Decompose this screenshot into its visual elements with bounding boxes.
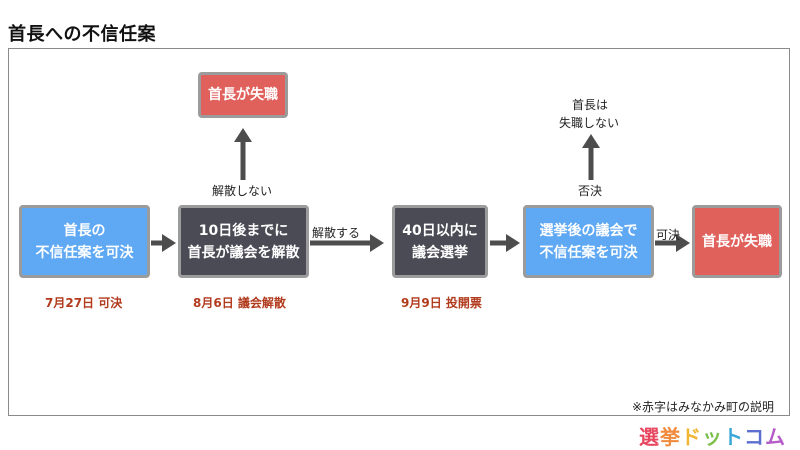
box-line: 議会選挙 [412,244,468,261]
box-line: 首長の [63,222,106,239]
box-line: 10日後までに [198,222,289,239]
date-passed: 7月27日 可決 [45,296,123,310]
box-assembly-election: 40日以内に 議会選挙 [392,205,488,278]
logo-letter: ド [681,425,702,449]
label-dissolve: 解散する [312,226,361,240]
box-dissolve-assembly: 10日後までに 首長が議会を解散 [178,205,309,278]
label-keep-office-line2: 失職しない [559,116,620,130]
box-second-no-confidence-passed: 選挙後の議会で 不信任案を可決 [523,205,654,278]
label-no-dissolve: 解散しない [212,184,273,198]
box-line: 首長が議会を解散 [187,244,300,261]
box-line: 選挙後の議会で [539,222,638,239]
logo-letter: ト [723,425,744,449]
footnote: ※赤字はみなかみ町の説明 [632,400,775,414]
box-first-no-confidence-passed: 首長の 不信任案を可決 [19,205,150,278]
logo-letter: コ [744,425,765,449]
date-dissolved: 8月6日 議会解散 [193,296,286,310]
label-passed: 可決 [656,228,681,242]
box-head-loses-office-top: 首長が失職 [198,72,288,118]
box-line: 不信任案を可決 [539,244,638,261]
site-logo: 選挙ドットコム [639,421,786,450]
date-vote: 9月9日 投開票 [401,296,482,310]
logo-letter: ッ [702,425,723,449]
box-line: 40日以内に [402,222,478,239]
label-rejected: 否決 [578,184,603,198]
logo-letter: 挙 [660,425,681,449]
box-line: 首長が失職 [702,233,772,250]
box-head-loses-office-right: 首長が失職 [692,205,782,278]
page-title: 首長への不信任案 [8,24,156,45]
logo-letter: 選 [639,425,660,449]
logo-letter: ム [765,425,786,449]
label-keep-office-line1: 首長は [572,98,609,112]
box-line: 首長が失職 [208,87,278,103]
box-line: 不信任案を可決 [35,244,134,261]
